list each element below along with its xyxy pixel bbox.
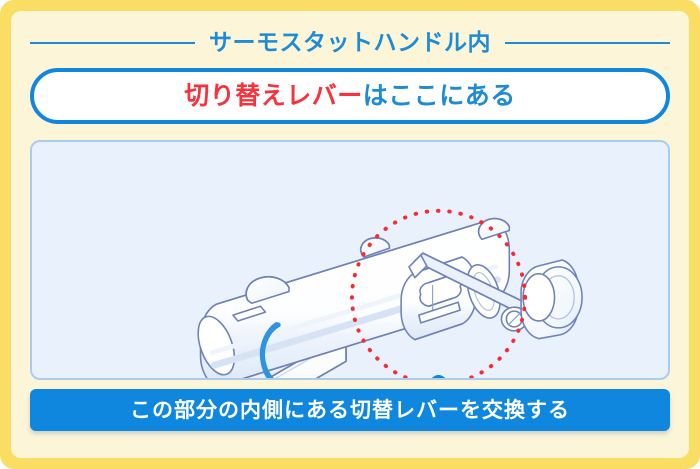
illustration-panel: [30, 140, 670, 380]
faucet-illustration: [197, 208, 583, 378]
support-strut: [408, 252, 536, 318]
caption-text: この部分の内側にある切替レバーを交換する: [130, 398, 570, 422]
handle-knob-left: [245, 275, 290, 305]
body-bump-mid: [359, 237, 391, 258]
highlight-dotted-circle: [350, 208, 527, 378]
pointer-leader: [431, 375, 446, 378]
headline-rest: はここにある: [362, 81, 516, 110]
section-title-row: サーモスタットハンドル内: [30, 31, 670, 54]
pointer-dot: [431, 375, 446, 378]
page-title: サーモスタットハンドル内: [209, 29, 491, 55]
headline-text: 切り替えレバーはここにある: [184, 81, 516, 110]
indicator-tab: [232, 305, 267, 322]
title-rule-right: [505, 41, 670, 44]
body-knob-right: [477, 217, 511, 241]
inner-card: サーモスタットハンドル内 切り替えレバーはここにある: [11, 11, 689, 458]
headline-emphasis: 切り替えレバー: [184, 81, 363, 110]
title-rule-left: [30, 41, 195, 44]
headline-pill: 切り替えレバーはここにある: [30, 68, 670, 124]
caption-bar: この部分の内側にある切替レバーを交換する: [30, 389, 670, 431]
temperature-ring: [259, 322, 281, 378]
wall-flange: [520, 259, 583, 340]
